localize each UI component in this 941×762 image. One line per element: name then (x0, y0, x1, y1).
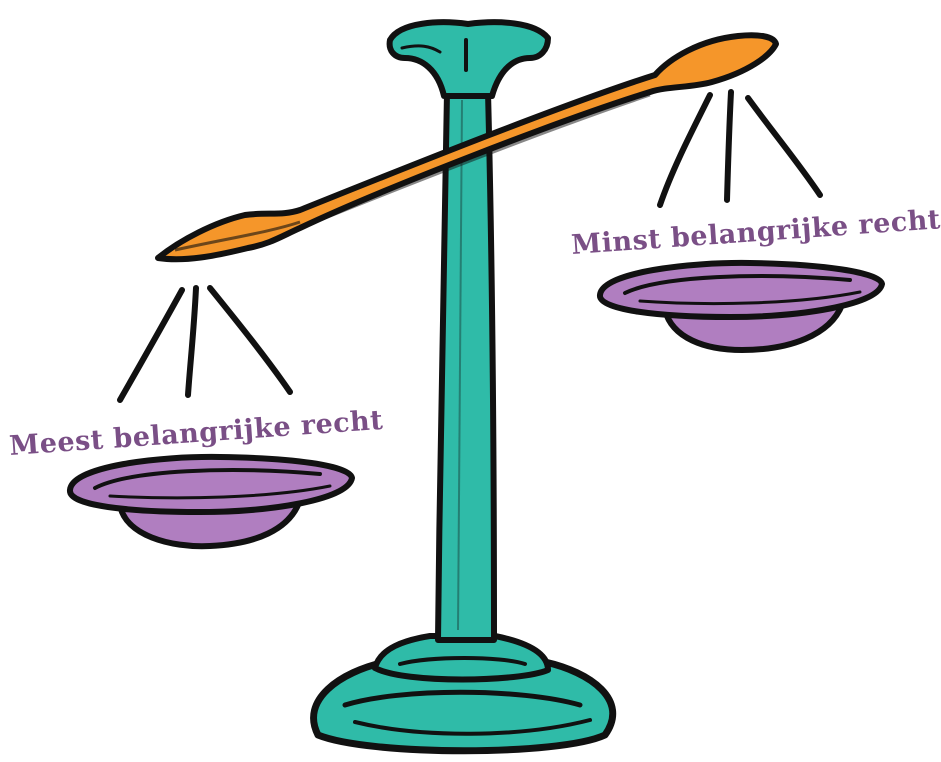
scale-top-cap (390, 22, 548, 96)
right-pan-strings (660, 92, 820, 205)
right-pan-label: Minst belangrijke recht (570, 204, 941, 261)
scale-base (314, 636, 613, 751)
left-pan-label: Meest belangrijke recht (8, 405, 384, 462)
left-pan (70, 457, 352, 546)
right-pan (600, 263, 882, 350)
left-pan-strings (120, 288, 290, 400)
scale-post (438, 92, 494, 640)
